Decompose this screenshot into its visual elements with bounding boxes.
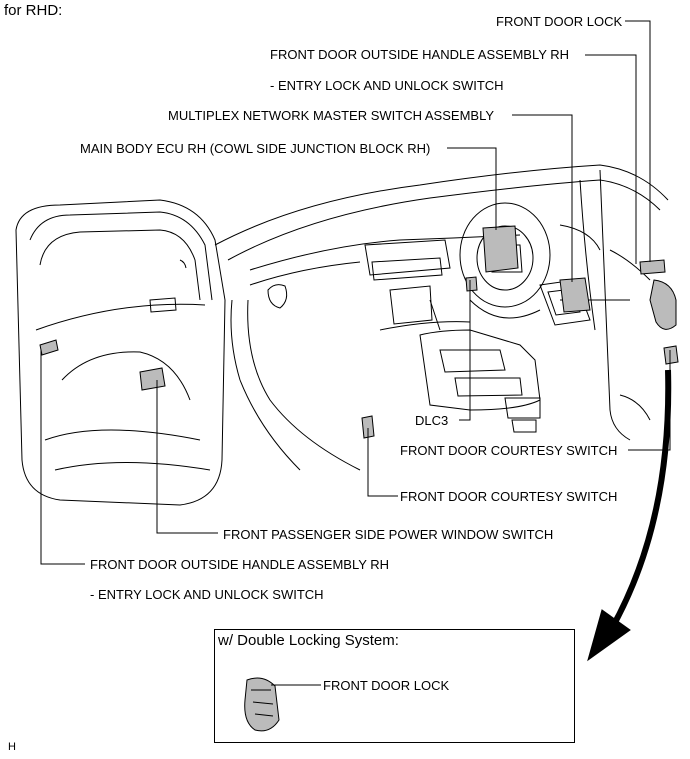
master-switch-part [559,277,591,313]
left-handle-switch-part [39,339,59,356]
passenger-window-switch-part [139,367,166,391]
dashboard-drawing [249,224,601,331]
leader-front-door-lock [625,20,651,262]
figure-code: H [8,741,16,753]
leader-courtesy-left [367,428,398,497]
leader-outside-handle-bottom [40,350,85,565]
diagram-title: for RHD: [4,2,63,19]
right-courtesy-switch-part [663,345,679,365]
label-dlc3: DLC3 [415,413,449,428]
leader-multiplex [512,114,573,282]
label-courtesy-switch-right: FRONT DOOR COURTESY SWITCH [400,443,618,458]
leader-passenger-switch [156,380,218,534]
inset-door-lock-drawing [244,677,321,732]
label-outside-handle-bottom: FRONT DOOR OUTSIDE HANDLE ASSEMBLY RH [90,557,390,572]
label-entry-switch-top: - ENTRY LOCK AND UNLOCK SWITCH [270,78,504,93]
label-entry-switch-bottom: - ENTRY LOCK AND UNLOCK SWITCH [90,587,324,602]
body-frame-drawing [214,164,669,471]
leader-ecu [447,147,497,230]
components [39,225,679,439]
center-console-drawing [419,299,541,433]
right-door-drawing [539,249,651,421]
right-handle-part [639,259,666,275]
label-front-door-lock: FRONT DOOR LOCK [496,14,623,29]
double-locking-inset: w/ Double Locking System: FRONT DOOR LOC… [214,629,575,743]
label-outside-handle-top: FRONT DOOR OUTSIDE HANDLE ASSEMBLY RH [270,47,570,62]
inset-title: w/ Double Locking System: [218,632,399,649]
callout-arrow [587,369,672,662]
label-courtesy-switch-left: FRONT DOOR COURTESY SWITCH [400,489,618,504]
dlc3-part [465,276,478,292]
label-main-body-ecu: MAIN BODY ECU RH (COWL SIDE JUNCTION BLO… [80,141,431,156]
front-door-lock-part [649,279,677,330]
leader-lines [40,20,671,565]
leader-dlc3 [459,280,471,421]
inset-door-lock-part [244,677,280,732]
left-courtesy-switch-part [361,415,375,439]
left-door-drawing [15,199,226,506]
label-passenger-window-switch: FRONT PASSENGER SIDE POWER WINDOW SWITCH [223,527,554,542]
leader-outside-handle-top [585,54,637,264]
inset-label-front-door-lock: FRONT DOOR LOCK [323,678,450,693]
label-multiplex-master-switch: MULTIPLEX NETWORK MASTER SWITCH ASSEMBLY [168,108,495,123]
ecu-part [482,225,519,273]
